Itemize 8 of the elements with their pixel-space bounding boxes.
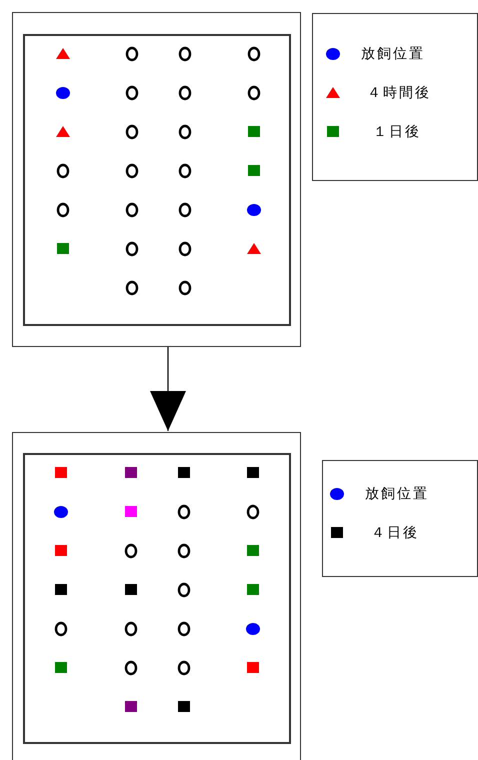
legend-label: 放飼位置 (361, 45, 425, 63)
arrow (150, 347, 186, 431)
grid-panel (12, 432, 301, 760)
legend-label: ４日後 (371, 524, 419, 542)
legend-label: ４時間後 (367, 84, 431, 102)
legend-label: 放飼位置 (365, 485, 429, 503)
legend-label: １日後 (373, 123, 421, 141)
grid-panel (12, 12, 301, 347)
